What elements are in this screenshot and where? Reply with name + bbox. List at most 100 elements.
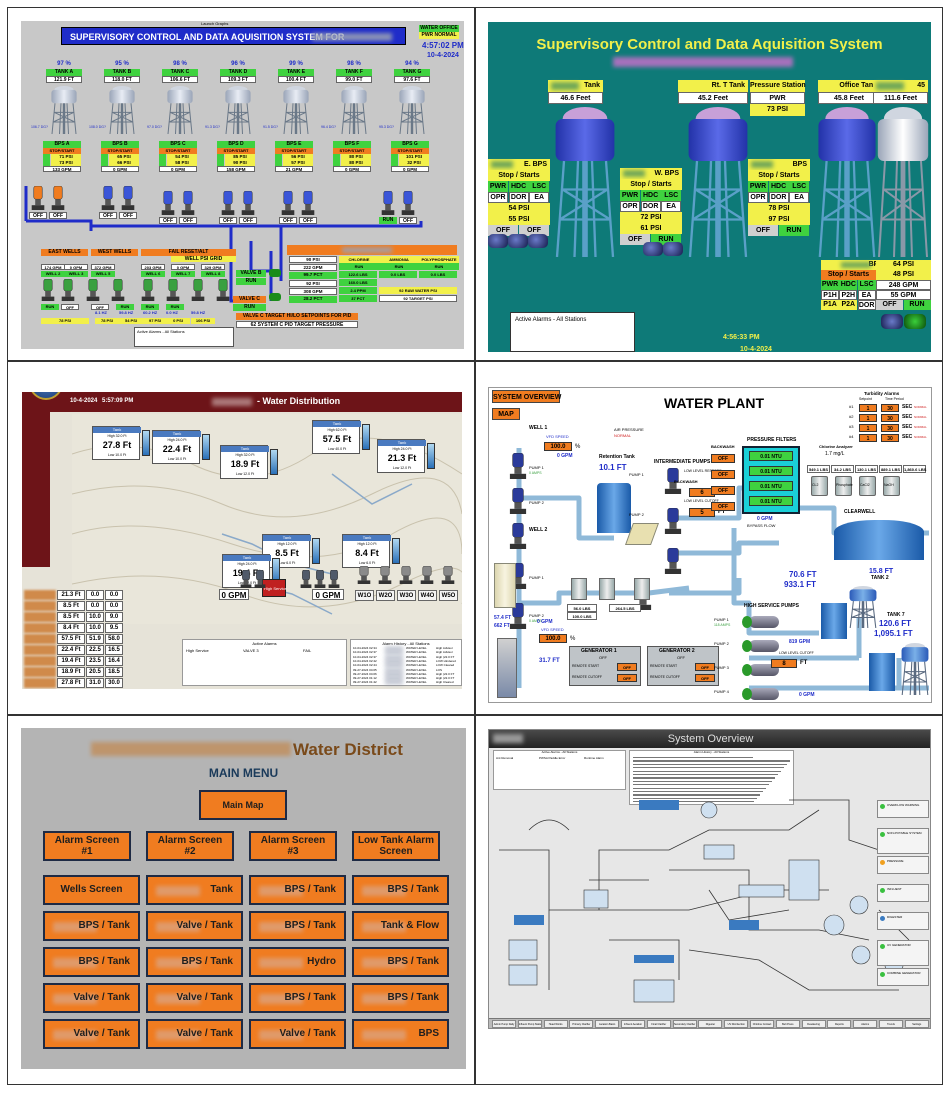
p5-station-button-0[interactable]: Wells Screen [43,875,140,905]
p6-tab-4[interactable]: Aeration Basin [595,1020,620,1028]
p1-pump-state-2[interactable]: OFF [99,212,117,219]
p1-chem-run-2[interactable]: RUN [419,263,459,270]
p4-gen-rs-btn-0[interactable]: OFF [617,663,637,671]
p5-station-button-11[interactable]: BPS / Tank [352,947,449,977]
p5-alarm-screen-3-button[interactable]: Alarm Screen #3 [249,831,337,861]
p5-station-button-19[interactable]: BPS [352,1019,449,1049]
p3-well-label-0[interactable]: W1O [355,590,374,601]
p4-turb-p-0[interactable]: 30 [881,404,899,412]
p1-well-pump-icon-3[interactable] [111,279,125,301]
p3-list-val-6[interactable]: 19.4 Ft [57,656,85,666]
p4-backwash-1[interactable]: OFF [711,470,735,479]
p4-turb-s-0[interactable]: 1 [859,404,877,412]
p3-well-label-2[interactable]: W3O [397,590,416,601]
p1-well-state-2[interactable]: OFF [91,304,109,310]
p5-station-button-7[interactable]: Tank & Flow [352,911,449,941]
p1-tank-name-3[interactable]: TANK D [220,69,256,76]
p2-bps_3-ss[interactable]: Stop / Starts [748,170,810,181]
p1-well-state-1[interactable]: OFF [61,304,79,310]
p6-tab-3[interactable]: Primary Clarifier [569,1020,594,1028]
p5-station-button-18[interactable]: Valve / Tank [249,1019,346,1049]
p4-well-pump-icon-1[interactable] [509,488,527,514]
p3-tank-card-4[interactable]: Tank High 24.0 Ft 21.3 Ft Low 12.0 Ft [377,439,426,473]
p4-int-pump-icon-1[interactable] [664,508,682,534]
p5-station-button-5[interactable]: Valve / Tank [146,911,243,941]
p4-llc2-val[interactable]: 8 [771,659,797,668]
p3-hs-pump-icon-1[interactable] [254,570,266,588]
p4-gen-rc-btn-1[interactable]: OFF [695,674,715,682]
p2-tank-name-0[interactable]: Tank [548,80,603,92]
p2-tank-name-1[interactable]: Rt. T Tank [678,80,748,92]
p6-tab-13[interactable]: Reports [827,1020,852,1028]
p3-list-val-4[interactable]: 57.5 Ft [57,634,85,644]
p2-pump-icon-4[interactable] [663,242,683,256]
p1-bps-ss-1[interactable]: STOP/START [101,148,139,154]
p1-pump-state-0[interactable]: OFF [29,212,47,219]
p1-alarm-box[interactable]: Active Alarms - All Stations [134,327,234,347]
p6-tab-6[interactable]: Final Clarifier [646,1020,671,1028]
p5-station-button-13[interactable]: Valve / Tank [146,983,243,1013]
p6-tab-0[interactable]: Admin Pump Daily [492,1020,516,1028]
p6-tab-9[interactable]: UV Disinfection [724,1020,749,1028]
p4-int-pump-icon-0[interactable] [664,468,682,494]
p4-well-pump-icon-2[interactable] [509,523,527,549]
p1-pump-icon-3[interactable] [121,186,135,210]
p4-backwash-0[interactable]: OFF [711,454,735,463]
p6-legend-box-6[interactable]: COMBINE GENERATOR [877,968,929,986]
p2-bps_3-state-0[interactable]: OFF [748,225,778,236]
p3-tank-card-0[interactable]: Tank High 32.0 Ft 27.8 Ft Low 10.0 Ft [92,426,141,460]
p1-well-name-1[interactable]: WELL 3 [64,271,88,277]
p2-bps_w-ss[interactable]: Stop / Starts [620,179,682,190]
p3-list-val-0[interactable]: 21.3 Ft [57,590,85,600]
p1-tank-name-5[interactable]: TANK F [336,69,372,76]
p2-bps4-pump-icon-1[interactable] [904,314,926,329]
p6-tab-8[interactable]: Digester [698,1020,723,1028]
p3-high-service-alert[interactable]: High Service [262,579,287,597]
p1-bps-name-0[interactable]: BPS A [43,141,81,148]
p4-turb-p-1[interactable]: 30 [881,414,899,422]
p1-valve-c-icon[interactable] [269,293,281,301]
p5-main-map-button[interactable]: Main Map [199,790,287,820]
p1-pump-icon-9[interactable] [301,191,315,215]
p6-tab-7[interactable]: Secondary Clarifier [672,1020,697,1028]
p1-valve-b[interactable]: VALVE B [236,270,266,277]
p1-pump-icon-1[interactable] [51,186,65,210]
p1-pump-state-6[interactable]: OFF [219,217,237,224]
p1-well-name-5[interactable]: WELL 8 [201,271,225,277]
p1-tank-name-2[interactable]: TANK C [162,69,198,76]
p1-target-psi[interactable]: 92 TARGET PSI [379,295,457,302]
p3-tank-card-6[interactable]: Tank High 12.0 Ft 8.4 Ft Low 6.0 Ft [342,534,391,568]
p3-tank-card-2[interactable]: Tank High 32.0 Ft 18.9 Ft Low 12.0 Ft [220,445,269,479]
p1-well-pump-icon-6[interactable] [191,279,205,301]
p5-station-button-1[interactable]: Tank [146,875,243,905]
p3-well-pump-icon-1[interactable] [378,566,392,584]
p1-fail-reset[interactable]: FAIL RESET/ALT [141,249,236,256]
p3-list-val-3[interactable]: 8.4 Ft [57,623,85,633]
p1-well-name-4[interactable]: WELL 7 [171,271,195,277]
p3-active-alarms[interactable]: Active Alarms High Service VALVE 3 FAIL [182,639,347,686]
p6-legend-box-4[interactable]: DIGESTER [877,912,929,930]
p1-bps-ss-4[interactable]: STOP/START [275,148,313,154]
p2-tank-name-3[interactable]: Office Tank [818,80,880,92]
p1-bps-ss-5[interactable]: STOP/START [333,148,371,154]
p3-hs-pump-icon-2[interactable] [300,570,312,588]
p1-pump-state-1[interactable]: OFF [49,212,67,219]
p5-station-button-15[interactable]: BPS / Tank [352,983,449,1013]
p2-bps4-pump-icon-0[interactable] [881,314,903,329]
p1-pump-icon-4[interactable] [161,191,175,215]
p4-turb-p-3[interactable]: 30 [881,434,899,442]
p6-tab-5[interactable]: Influent Aeration [621,1020,645,1028]
p2-tank-name-2[interactable]: Pressure Station [750,80,806,92]
p1-well-state-4[interactable]: RUN [141,304,159,310]
p1-pump-icon-5[interactable] [181,191,195,215]
p1-tank-name-6[interactable]: TANK G [394,69,430,76]
p2-bps_e-state-1[interactable]: OFF [519,225,549,236]
p3-well-pump-icon-0[interactable] [357,566,371,584]
p1-bps-name-6[interactable]: BPS G [391,141,429,148]
p2-bps_e-state-0[interactable]: OFF [488,225,518,236]
p6-legend-box-5[interactable]: UV GENERATOR [877,940,929,966]
p5-alarm-screen-4-button[interactable]: Low Tank Alarm Screen [352,831,440,861]
p3-list-val-2[interactable]: 8.5 Ft [57,612,85,622]
p5-station-button-4[interactable]: BPS / Tank [43,911,140,941]
p4-turb-p-2[interactable]: 30 [881,424,899,432]
